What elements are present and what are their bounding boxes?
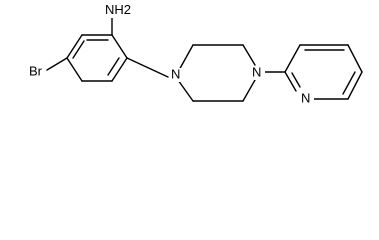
piperazine-n-right-label: N xyxy=(252,64,261,79)
bond-benzene-5 xyxy=(66,57,83,82)
benzene-ring xyxy=(66,34,128,82)
bond-br xyxy=(46,57,68,71)
nh2-label-mask xyxy=(104,4,130,18)
double-bond-benzene-c xyxy=(72,40,85,59)
structure-canvas: NH2 Br N N N xyxy=(28,2,363,106)
bond-piperazine-6 xyxy=(177,79,194,102)
bond-benzene-6 xyxy=(66,34,83,59)
bond-benzene-3 xyxy=(111,57,128,82)
piperazine-ring xyxy=(177,44,256,102)
piperazine-n-right-mask xyxy=(251,66,265,80)
piperazine-n-left-label: N xyxy=(171,66,180,81)
bond-benzene-2 xyxy=(111,34,128,59)
chemical-structure-diagram: NH2 Br N N N xyxy=(28,2,363,106)
bond-piperazine-1 xyxy=(177,44,194,73)
bond-to-piperazine xyxy=(126,57,169,78)
pyridine-n-mask xyxy=(300,92,314,106)
pyridine-n-label: N xyxy=(301,90,310,105)
bond-pyridine-6 xyxy=(284,71,297,92)
bond-pyridine-3 xyxy=(347,44,363,73)
double-bond-benzene-b xyxy=(107,57,120,76)
br-label-mask xyxy=(28,65,46,79)
bond-piperazine-3 xyxy=(242,44,256,66)
pyridine-ring xyxy=(284,44,363,100)
double-bond-pyridine-c xyxy=(291,72,301,88)
bond-piperazine-4 xyxy=(242,79,256,102)
double-bond-pyridine-b xyxy=(342,71,356,95)
br-label: Br xyxy=(29,63,43,78)
nh2-label: NH2 xyxy=(105,2,131,17)
bond-pyridine-1 xyxy=(284,44,301,73)
piperazine-n-left-mask xyxy=(170,68,184,82)
bond-pyridine-4 xyxy=(347,71,363,100)
